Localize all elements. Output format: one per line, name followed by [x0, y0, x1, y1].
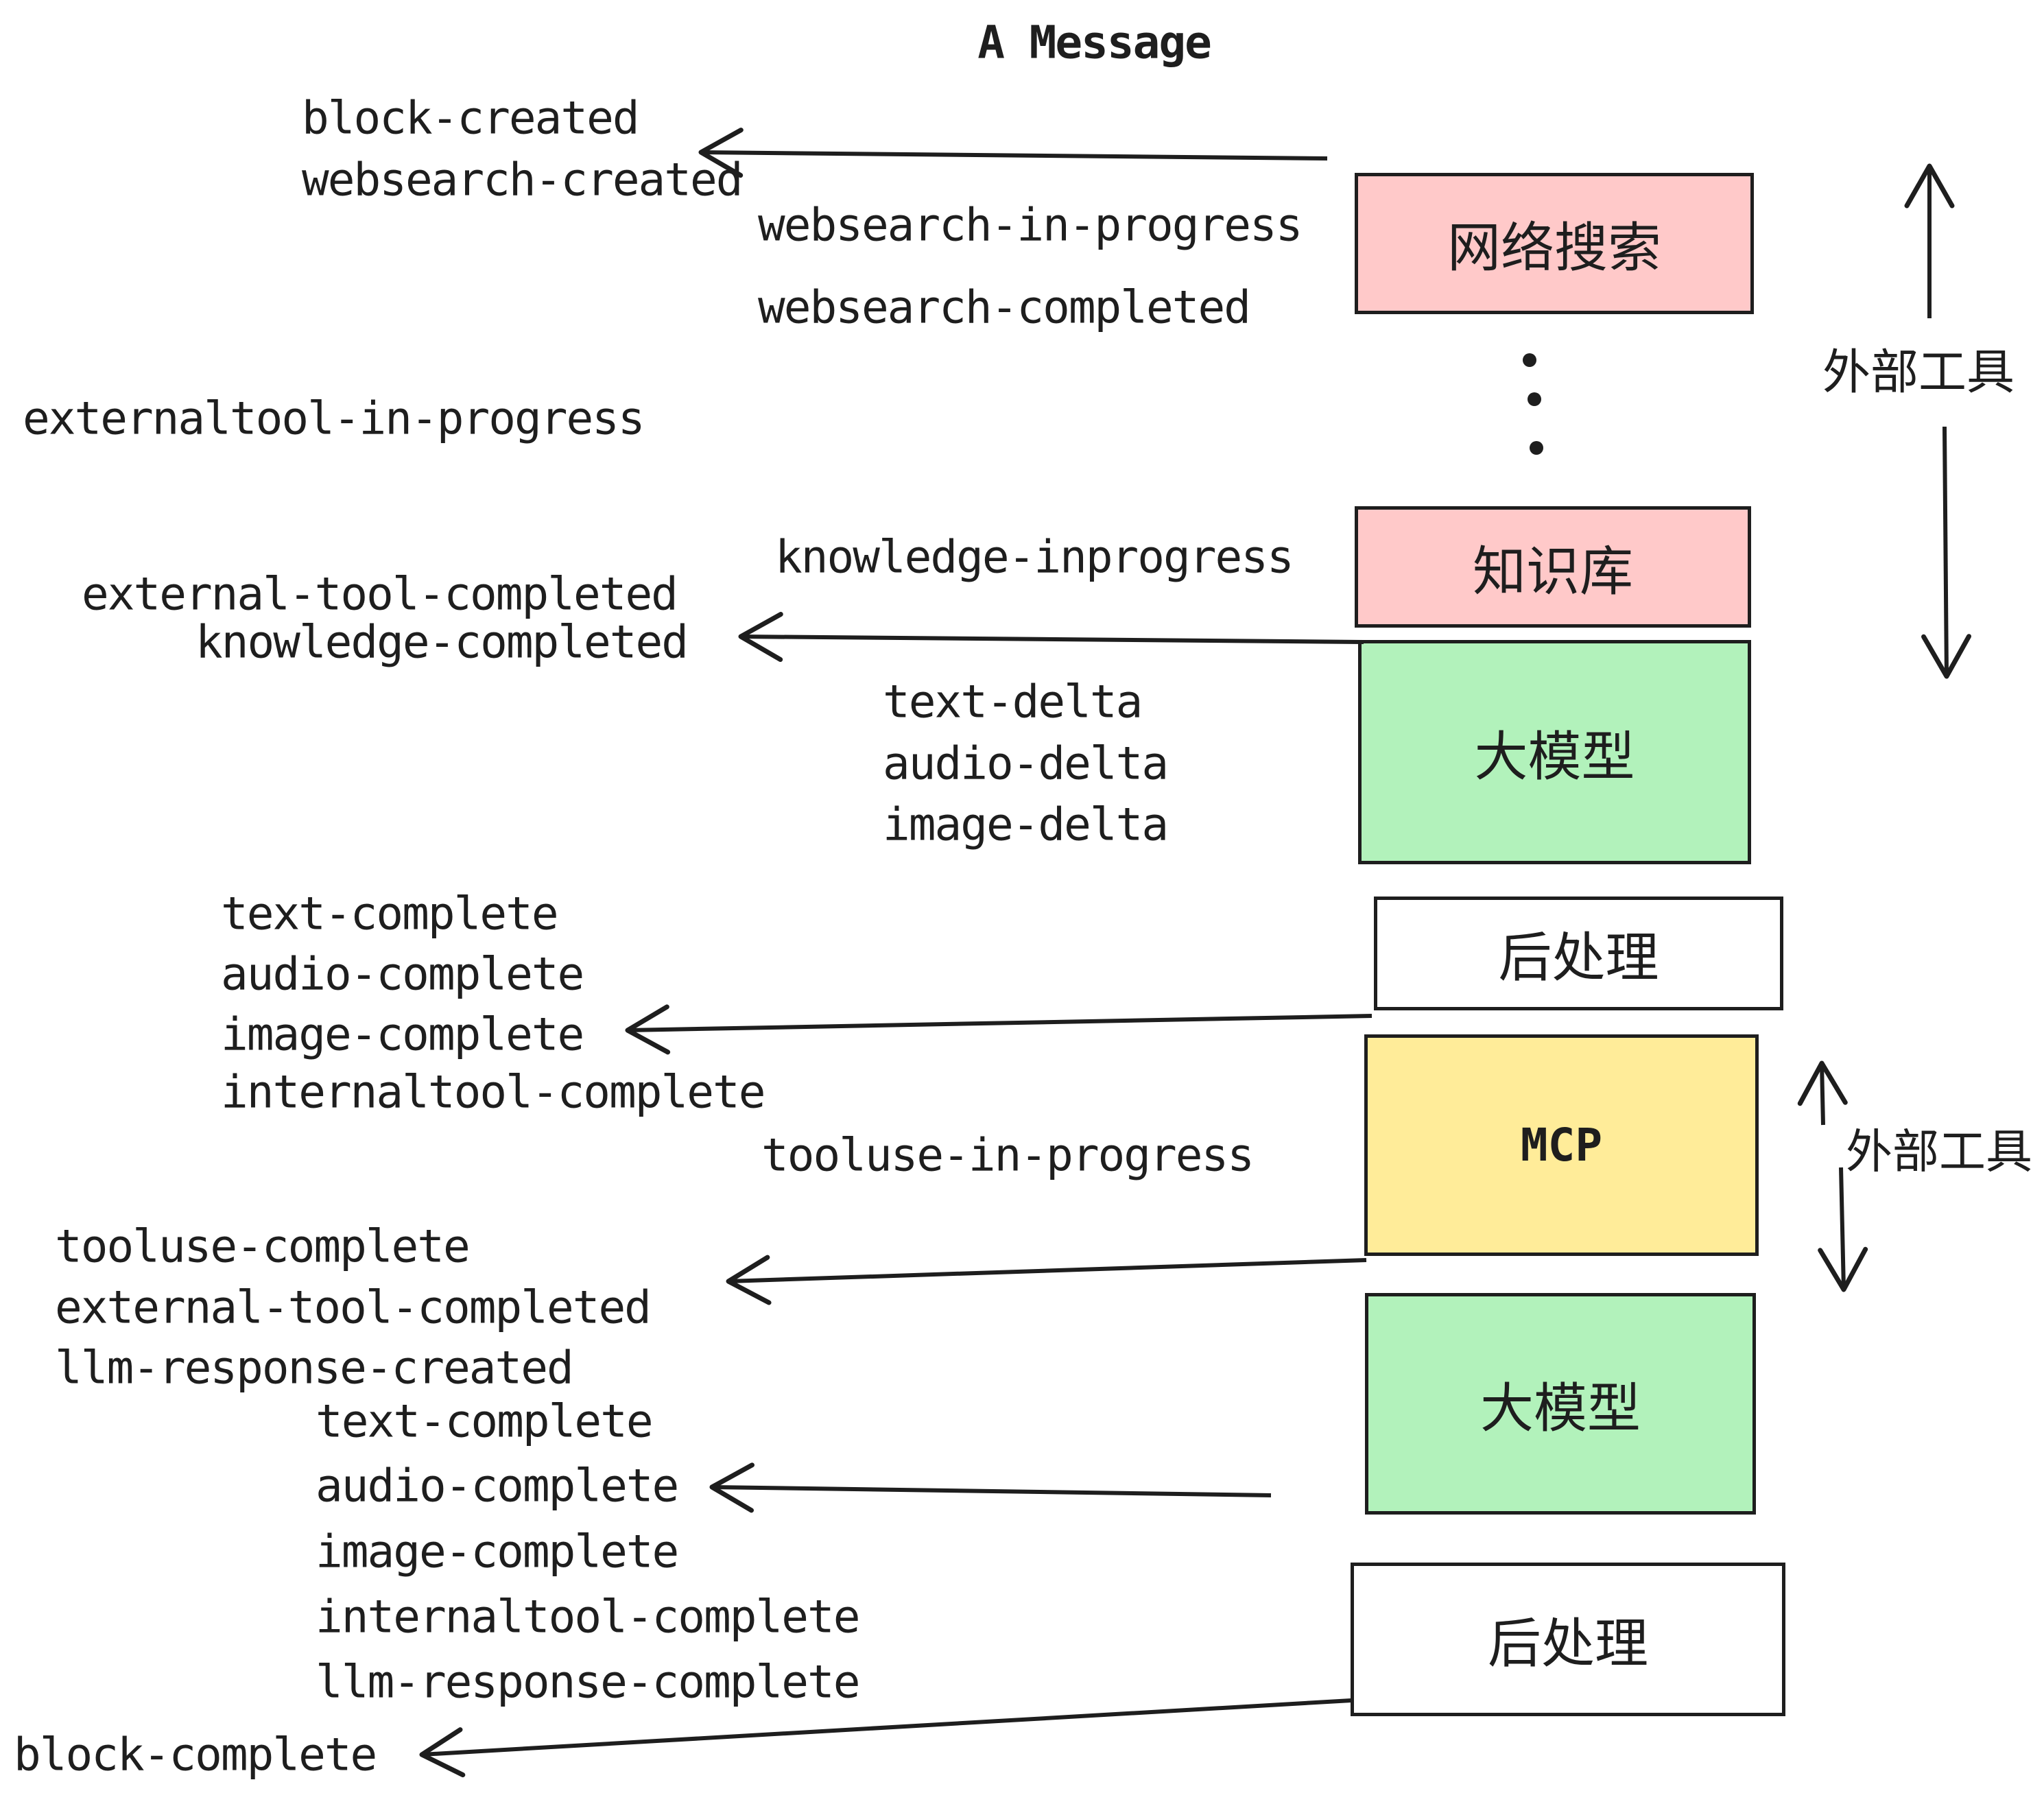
box-llm-2: 大模型	[1365, 1293, 1756, 1515]
box-knowledge-label: 知识库	[1472, 541, 1633, 603]
event-label-text-complete: text-complete	[221, 887, 559, 940]
event-label-llm-response-complete: llm-response-complete	[316, 1655, 860, 1709]
external-tools-label-top: 外部工具	[1822, 344, 2015, 401]
box-llm-label: 大模型	[1474, 726, 1635, 788]
event-label-externaltool-in-progress: externaltool-in-progress	[23, 392, 645, 445]
event-label-audio-complete-2: audio-complete	[316, 1459, 679, 1512]
event-label-websearch-completed: websearch-completed	[758, 281, 1251, 334]
event-label-block-created: block-created	[302, 91, 640, 145]
event-label-knowledge-inprogress: knowledge-inprogress	[775, 530, 1294, 584]
diagram-title: A Message	[977, 16, 1212, 69]
arrow-audio-complete	[709, 1462, 1272, 1513]
box-postprocess-2: 后处理	[1351, 1563, 1785, 1716]
event-label-knowledge-completed: knowledge-completed	[195, 615, 689, 669]
external-tools-label-mid: 外部工具	[1845, 1125, 2033, 1180]
arrow-external-tool-completed	[726, 1255, 1367, 1305]
arrow-websearch-created	[698, 128, 1328, 178]
event-label-external-tool-completed: external-tool-completed	[82, 567, 678, 621]
arrow-knowledge-completed	[738, 612, 1364, 663]
event-label-internaltool-complete-2: internaltool-complete	[316, 1590, 860, 1643]
event-label-text-complete-2: text-complete	[316, 1394, 654, 1448]
box-llm-2-label: 大模型	[1479, 1377, 1641, 1440]
box-postprocess-2-label: 后处理	[1487, 1613, 1648, 1675]
box-postprocess: 后处理	[1374, 897, 1783, 1010]
ellipsis-dots	[1523, 353, 1543, 455]
event-label-audio-complete: audio-complete	[221, 947, 584, 1001]
event-label-image-delta: image-delta	[883, 798, 1169, 851]
box-llm: 大模型	[1358, 640, 1751, 864]
arrow-external-tools-mid-up	[1797, 1060, 1848, 1126]
box-websearch: 网络搜索	[1355, 173, 1754, 314]
event-label-external-tool-completed-2: external-tool-completed	[55, 1281, 652, 1334]
event-label-image-complete-2: image-complete	[316, 1525, 679, 1578]
box-mcp: MCP	[1364, 1034, 1759, 1256]
event-label-block-complete: block-complete	[14, 1728, 377, 1781]
box-websearch-label: 网络搜索	[1447, 217, 1661, 279]
box-knowledge: 知识库	[1355, 506, 1751, 628]
event-label-internaltool-complete: internaltool-complete	[221, 1065, 765, 1119]
arrow-image-complete	[625, 1004, 1372, 1055]
box-mcp-label: MCP	[1520, 1119, 1603, 1172]
arrow-block-complete	[419, 1698, 1352, 1778]
event-label-llm-response-created: llm-response-created	[55, 1341, 574, 1394]
arrow-external-tools-top-down	[1921, 426, 1972, 679]
event-label-tooluse-complete: tooluse-complete	[55, 1220, 471, 1273]
event-label-websearch-in-progress: websearch-in-progress	[758, 198, 1303, 252]
event-label-audio-delta: audio-delta	[883, 737, 1169, 790]
arrow-external-tools-mid-down	[1818, 1167, 1868, 1292]
event-label-websearch-created: websearch-created	[302, 153, 744, 206]
box-postprocess-label: 后处理	[1498, 927, 1659, 989]
event-label-tooluse-in-progress: tooluse-in-progress	[761, 1128, 1255, 1182]
event-label-image-complete: image-complete	[221, 1008, 584, 1061]
event-label-text-delta: text-delta	[883, 675, 1143, 728]
